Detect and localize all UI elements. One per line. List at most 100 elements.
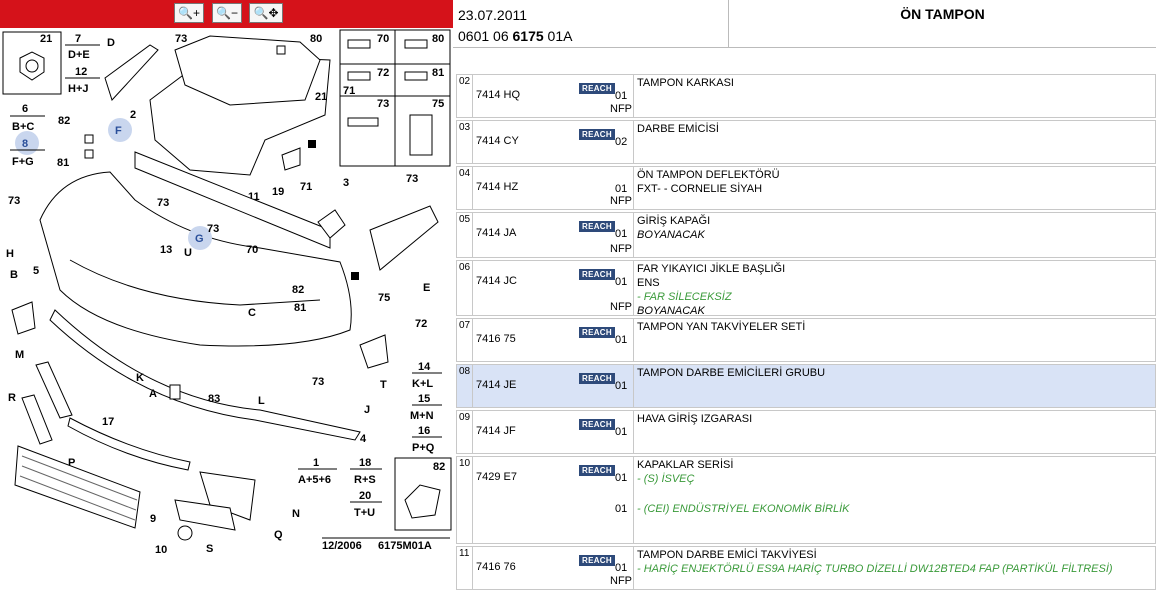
label-16-sub: P+Q xyxy=(412,442,435,454)
part-11-absorber[interactable] xyxy=(134,151,331,249)
label-18-sub: R+S xyxy=(354,474,376,486)
label-7-sub: D+E xyxy=(68,49,90,61)
part-number[interactable]: 7414 JE xyxy=(476,379,517,391)
label-75-box: 75 xyxy=(432,98,444,110)
part-R-strip[interactable] xyxy=(21,394,53,445)
label-80-box: 80 xyxy=(432,33,444,45)
label-73-right: 73 xyxy=(406,173,418,185)
description-line: TAMPON DARBE EMİCİ TAKVİYESİ xyxy=(637,549,817,561)
parts-list-panel: 23.07.2011 0601 06 6175 01A ÖN TAMPON 02… xyxy=(453,0,1156,590)
label-10: 10 xyxy=(155,544,167,556)
label-R: R xyxy=(8,392,16,404)
label-83: 83 xyxy=(208,393,220,405)
reach-badge: REACH xyxy=(579,129,615,140)
label-8-sub: F+G xyxy=(12,156,34,168)
zoom-in-button[interactable]: 🔍+ xyxy=(174,3,204,23)
part-19-bracket[interactable] xyxy=(281,147,301,171)
label-3: 3 xyxy=(343,177,349,189)
part-17-strip[interactable] xyxy=(67,417,191,471)
part-number[interactable]: 7416 76 xyxy=(476,561,516,573)
label-81-box: 81 xyxy=(432,67,444,79)
label-70: 70 xyxy=(246,244,258,256)
part-number[interactable]: 7429 E7 xyxy=(476,471,517,483)
highlight-8 xyxy=(15,131,39,155)
description-line: TAMPON KARKASI xyxy=(637,77,734,89)
part-M-strip[interactable] xyxy=(35,361,73,419)
part-1-bumper-shell[interactable] xyxy=(39,171,352,347)
row-index: 06 xyxy=(457,261,473,315)
label-16: 16 xyxy=(418,425,430,437)
label-6: 6 xyxy=(22,103,28,115)
parts-header: 23.07.2011 0601 06 6175 01A ÖN TAMPON xyxy=(453,0,1156,48)
highlight-G xyxy=(188,226,212,250)
part-number[interactable]: 7414 JF xyxy=(476,425,516,437)
description-line: - FAR SİLECEKSİZ xyxy=(637,291,732,303)
row-description: DARBE EMİCİSİ xyxy=(634,121,1156,163)
diagram-panel: 🔍+ 🔍− 🔍✥ 21 7 D+E 12 H+J 6 B+C 8 F+G 82 … xyxy=(0,0,453,588)
description-line: DARBE EMİCİSİ xyxy=(637,123,719,135)
part-Q-cover[interactable] xyxy=(174,499,236,531)
label-Q: Q xyxy=(274,529,283,541)
label-12-sub: H+J xyxy=(68,83,89,95)
label-F: F xyxy=(115,125,122,137)
label-4: 4 xyxy=(360,433,367,445)
part-E-grille[interactable] xyxy=(369,205,439,271)
diagram-code: 6175M01A xyxy=(378,540,432,552)
label-C: C xyxy=(248,307,256,319)
label-9: 9 xyxy=(150,513,156,525)
quantity: 01 xyxy=(615,503,628,515)
screw-73-icon xyxy=(347,117,379,127)
row-description: TAMPON YAN TAKVİYELER SETİ xyxy=(634,319,1156,361)
exploded-parts-diagram[interactable]: 21 7 D+E 12 H+J 6 B+C 8 F+G 82 81 D 73 8… xyxy=(0,28,453,588)
part-5-cover[interactable] xyxy=(11,301,36,335)
part-number[interactable]: 7416 75 xyxy=(476,333,516,345)
label-T: T xyxy=(380,379,387,391)
part-number[interactable]: 7414 CY xyxy=(476,135,519,147)
part-D-grille[interactable] xyxy=(104,44,159,101)
part-4-spoiler[interactable] xyxy=(49,309,361,441)
highlight-F xyxy=(108,118,132,142)
part-number[interactable]: 7414 JA xyxy=(476,227,517,239)
label-5: 5 xyxy=(33,265,39,277)
label-L: L xyxy=(258,395,265,407)
label-18: 18 xyxy=(359,457,371,469)
label-H: H xyxy=(6,248,14,260)
part-number[interactable]: 7414 HQ xyxy=(476,89,521,101)
label-12: 12 xyxy=(75,66,87,78)
label-J: J xyxy=(364,404,370,416)
label-1-sub: A+5+6 xyxy=(298,474,331,486)
part-number[interactable]: 7414 HZ xyxy=(476,181,519,193)
label-20: 20 xyxy=(359,490,371,502)
zoom-out-button[interactable]: 🔍− xyxy=(212,3,242,23)
part-3-bracket[interactable] xyxy=(317,209,346,239)
label-E: E xyxy=(423,282,430,294)
row-index: 03 xyxy=(457,121,473,163)
zoom-in-icon: 🔍+ xyxy=(178,6,200,20)
label-21: 21 xyxy=(315,91,327,103)
description-line: ÖN TAMPON DEFLEKTÖRÜ xyxy=(637,169,780,181)
description-line: FAR YIKAYICI JİKLE BAŞLIĞI xyxy=(637,263,786,275)
part-N-cover[interactable] xyxy=(199,471,256,521)
part-number[interactable]: 7414 JC xyxy=(476,275,517,287)
part-T-bracket[interactable] xyxy=(359,334,389,369)
label-71: 71 xyxy=(300,181,312,193)
zoom-pan-button[interactable]: 🔍✥ xyxy=(249,3,283,23)
quantity: 01 xyxy=(615,183,628,195)
clip-75-icon xyxy=(409,114,433,156)
label-U: U xyxy=(184,247,192,259)
reach-badge: REACH xyxy=(579,465,615,476)
